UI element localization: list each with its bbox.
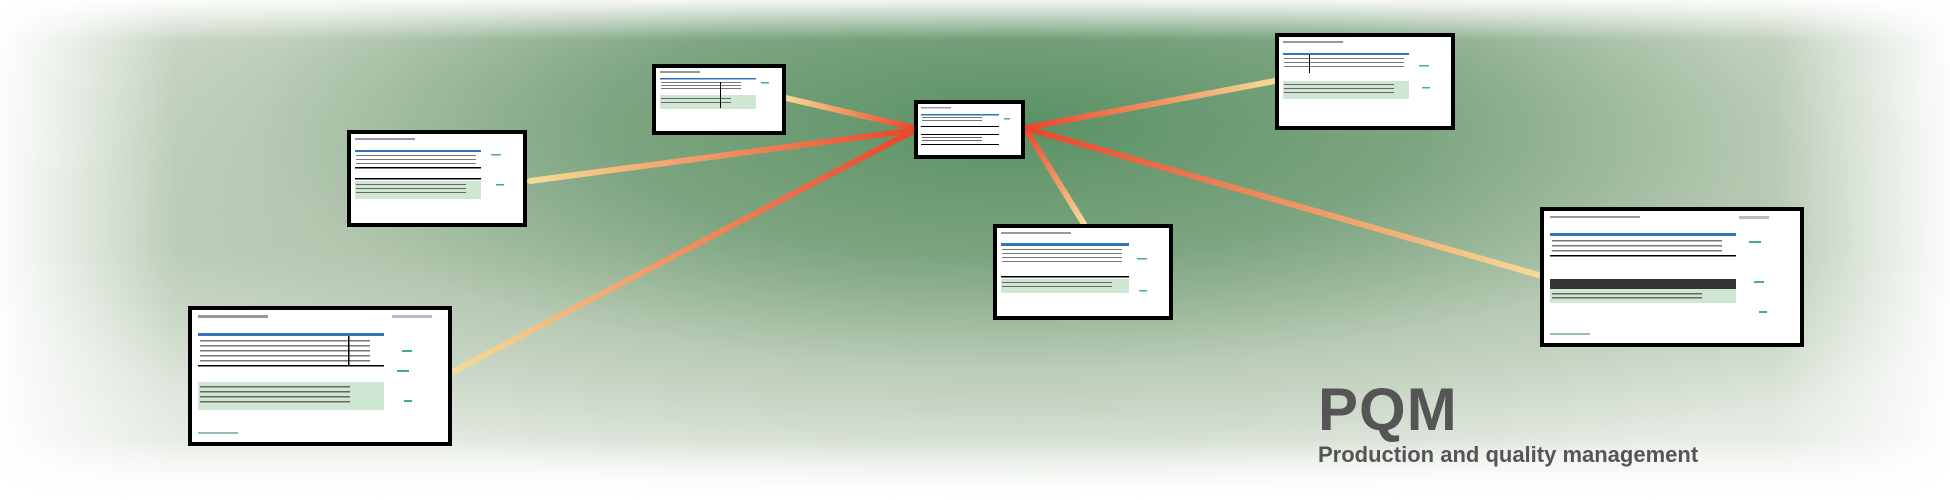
screenshot-thumbnail — [188, 306, 452, 446]
thumbnail-content — [355, 138, 504, 199]
thumbnail-content — [1283, 41, 1430, 99]
link-line — [1022, 125, 1545, 279]
screenshot-thumbnail — [347, 130, 527, 227]
link-line — [449, 127, 918, 375]
screenshot-thumbnail — [914, 100, 1025, 159]
link-line — [783, 95, 918, 131]
brand-subtitle: Production and quality management — [1318, 442, 1699, 467]
brand-title: PQM — [1318, 376, 1458, 443]
brand: PQM Production and quality management — [1318, 380, 1698, 468]
screenshot-thumbnail — [1275, 33, 1455, 130]
link-line — [1022, 77, 1283, 131]
screenshot-thumbnail — [993, 224, 1173, 320]
link-line — [527, 127, 918, 184]
thumbnail-content — [198, 315, 432, 434]
thumbnail-content — [1001, 232, 1147, 293]
screenshot-thumbnail — [1540, 207, 1804, 347]
thumbnail-content — [921, 107, 1010, 145]
screenshot-thumbnail — [652, 64, 786, 135]
link-line — [1022, 125, 1087, 227]
thumbnail-content — [1550, 216, 1769, 335]
thumbnail-content — [660, 71, 769, 109]
